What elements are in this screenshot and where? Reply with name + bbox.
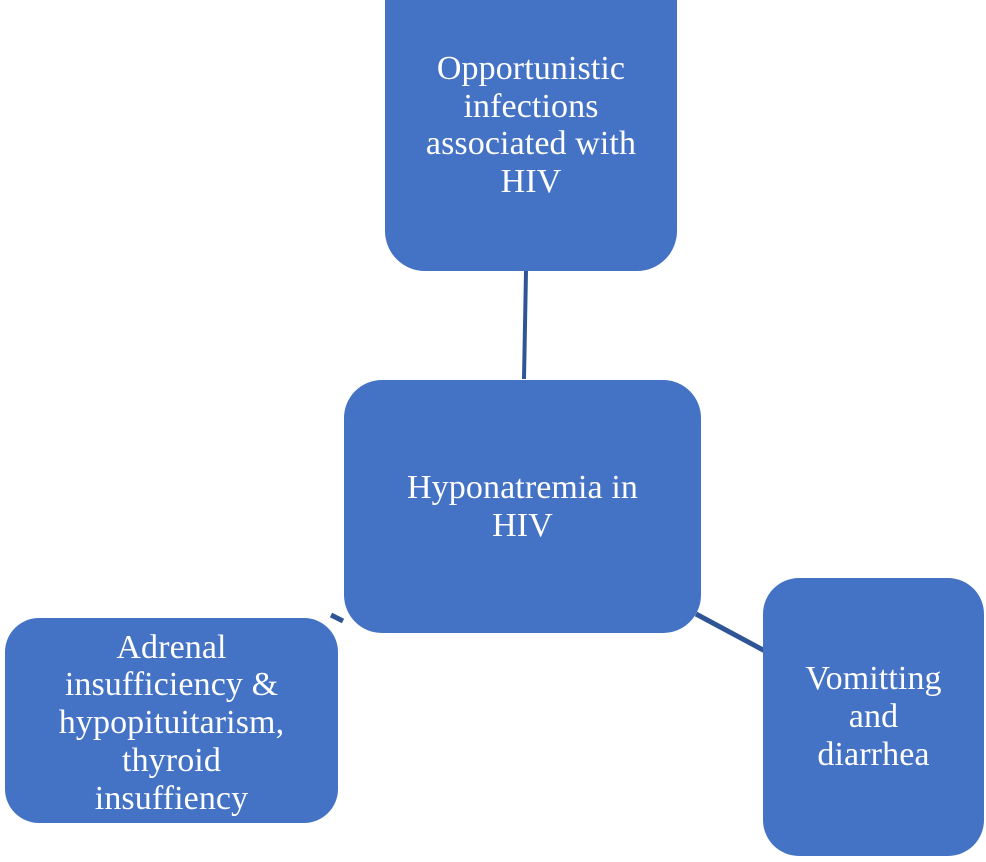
node-label: Adrenal insufficiency & hypopituitarism,… [58,628,285,817]
node-label: Vomitting and diarrhea [805,660,942,773]
node-label: Hyponatremia in HIV [407,468,638,544]
connector-center-to-left [329,612,345,624]
connector-center-to-right [694,611,767,654]
node-opportunistic-infections[interactable]: Opportunistic infections associated with… [385,0,677,271]
node-adrenal-insufficiency[interactable]: Adrenal insufficiency & hypopituitarism,… [5,618,338,823]
connector-center-to-top [522,270,528,380]
node-vomitting-and-diarrhea[interactable]: Vomitting and diarrhea [763,578,984,856]
node-label: Opportunistic infections associated with… [425,50,637,201]
node-hyponatremia-in-hiv[interactable]: Hyponatremia in HIV [344,380,701,633]
